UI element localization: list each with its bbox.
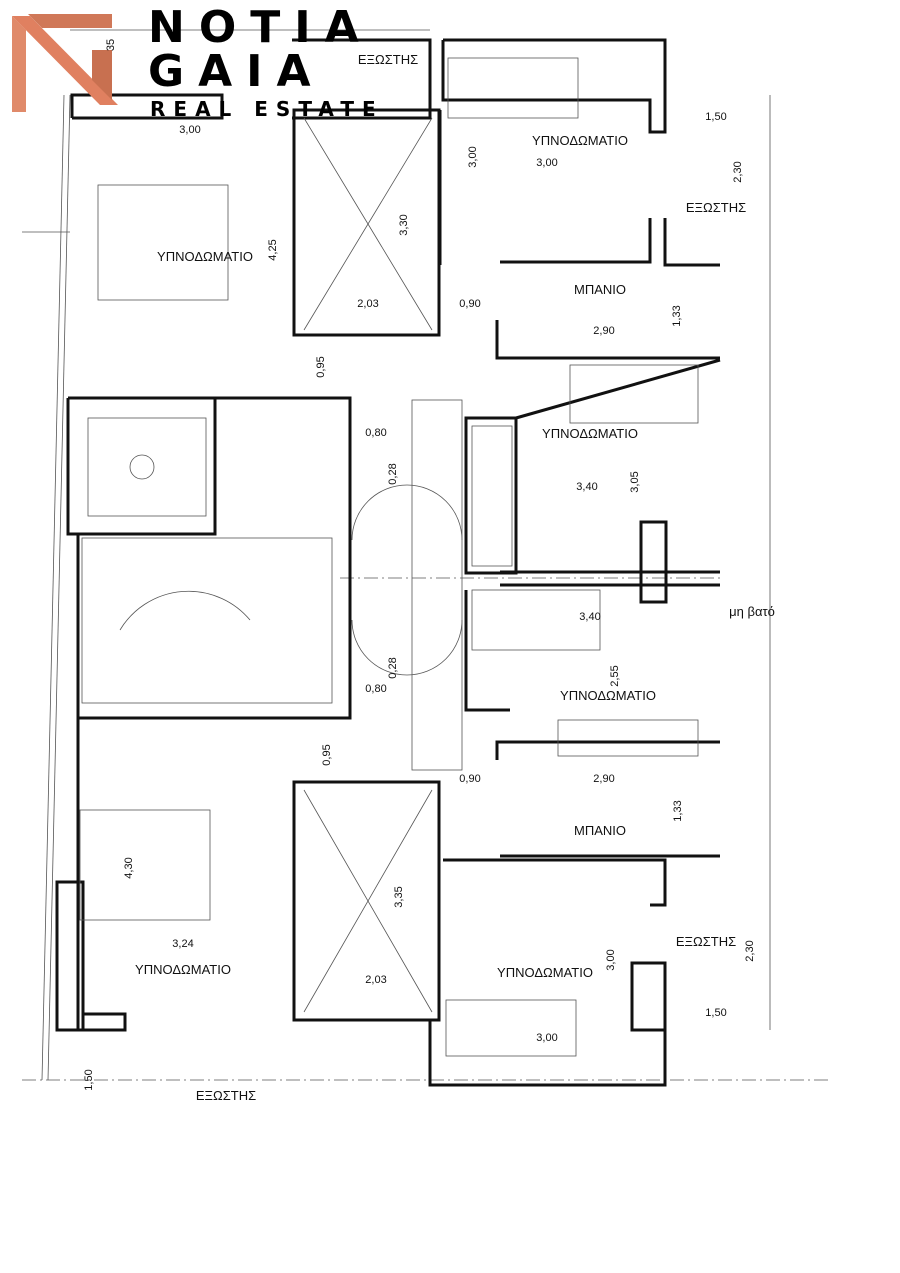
dimension: 3,00	[536, 157, 557, 169]
room-label: ΜΠΑΝΙΟ	[574, 823, 626, 838]
dimension: 3,05	[629, 471, 641, 492]
dimension: 1,33	[671, 305, 683, 326]
dimension: 2,55	[609, 665, 621, 686]
dimension: 2,30	[732, 161, 744, 182]
dimension: 3,00	[467, 146, 479, 167]
dimension: 2,03	[357, 298, 378, 310]
dimension: 1,50	[83, 1069, 95, 1090]
dimension: 0,90	[459, 298, 480, 310]
furniture	[79, 57, 699, 1057]
logo-line2: GAIA	[148, 46, 325, 97]
voids	[303, 117, 433, 1013]
dimension: 4,30	[123, 857, 135, 878]
room-label: ΥΠΝΟΔΩΜΑΤΙΟ	[542, 426, 638, 441]
dimension-labels: 3,00 1,50 2,30 3,00 3,00 3,30 4,25 2,03 …	[83, 39, 756, 1091]
room-label: ΥΠΝΟΔΩΜΑΤΙΟ	[135, 962, 231, 977]
room-label: μη βατό	[729, 604, 775, 619]
logo: NOTIA GAIA REAL ESTATE	[12, 2, 384, 121]
dimension: 2,03	[365, 974, 386, 986]
logo-line3: REAL ESTATE	[150, 97, 384, 121]
dimension: 1,50	[705, 1007, 726, 1019]
dimension: 0,80	[365, 427, 386, 439]
dimension: 1,50	[705, 111, 726, 123]
walls	[55, 38, 721, 1087]
room-label: ΥΠΝΟΔΩΜΑΤΙΟ	[560, 688, 656, 703]
staircase	[81, 399, 463, 771]
logo-line1: NOTIA	[148, 2, 373, 53]
room-labels: ΕΞΩΣΤΗΣ ΥΠΝΟΔΩΜΑΤΙΟ ΕΞΩΣΤΗΣ ΥΠΝΟΔΩΜΑΤΙΟ …	[135, 52, 775, 1103]
dimension: 1,33	[672, 800, 684, 821]
dimension: 0,95	[315, 356, 327, 377]
room-label: ΥΠΝΟΔΩΜΑΤΙΟ	[497, 965, 593, 980]
dimension: 3,00	[536, 1032, 557, 1044]
dimension: 2,90	[593, 773, 614, 785]
dimension: 0,28	[387, 463, 399, 484]
dimension: 4,25	[267, 239, 279, 260]
room-label: ΜΠΑΝΙΟ	[574, 282, 626, 297]
room-label: ΕΞΩΣΤΗΣ	[686, 200, 746, 215]
dimension: 2,30	[744, 940, 756, 961]
dimension: 3,00	[605, 949, 617, 970]
room-label: ΥΠΝΟΔΩΜΑΤΙΟ	[532, 133, 628, 148]
room-label: ΕΞΩΣΤΗΣ	[196, 1088, 256, 1103]
dimension: 35	[105, 39, 117, 51]
room-label: ΕΞΩΣΤΗΣ	[676, 934, 736, 949]
dimension: 0,80	[365, 683, 386, 695]
dimension: 0,90	[459, 773, 480, 785]
guide-lines	[22, 29, 830, 1081]
dimension: 3,40	[576, 481, 597, 493]
dimension: 3,30	[398, 214, 410, 235]
room-label: ΕΞΩΣΤΗΣ	[358, 52, 418, 67]
dimension: 0,95	[321, 744, 333, 765]
dimension: 3,40	[579, 611, 600, 623]
dimension: 3,35	[393, 886, 405, 907]
dimension: 3,24	[172, 938, 193, 950]
dimension: 3,00	[179, 124, 200, 136]
dimension: 2,90	[593, 325, 614, 337]
dimension: 0,28	[387, 657, 399, 678]
room-label: ΥΠΝΟΔΩΜΑΤΙΟ	[157, 249, 253, 264]
